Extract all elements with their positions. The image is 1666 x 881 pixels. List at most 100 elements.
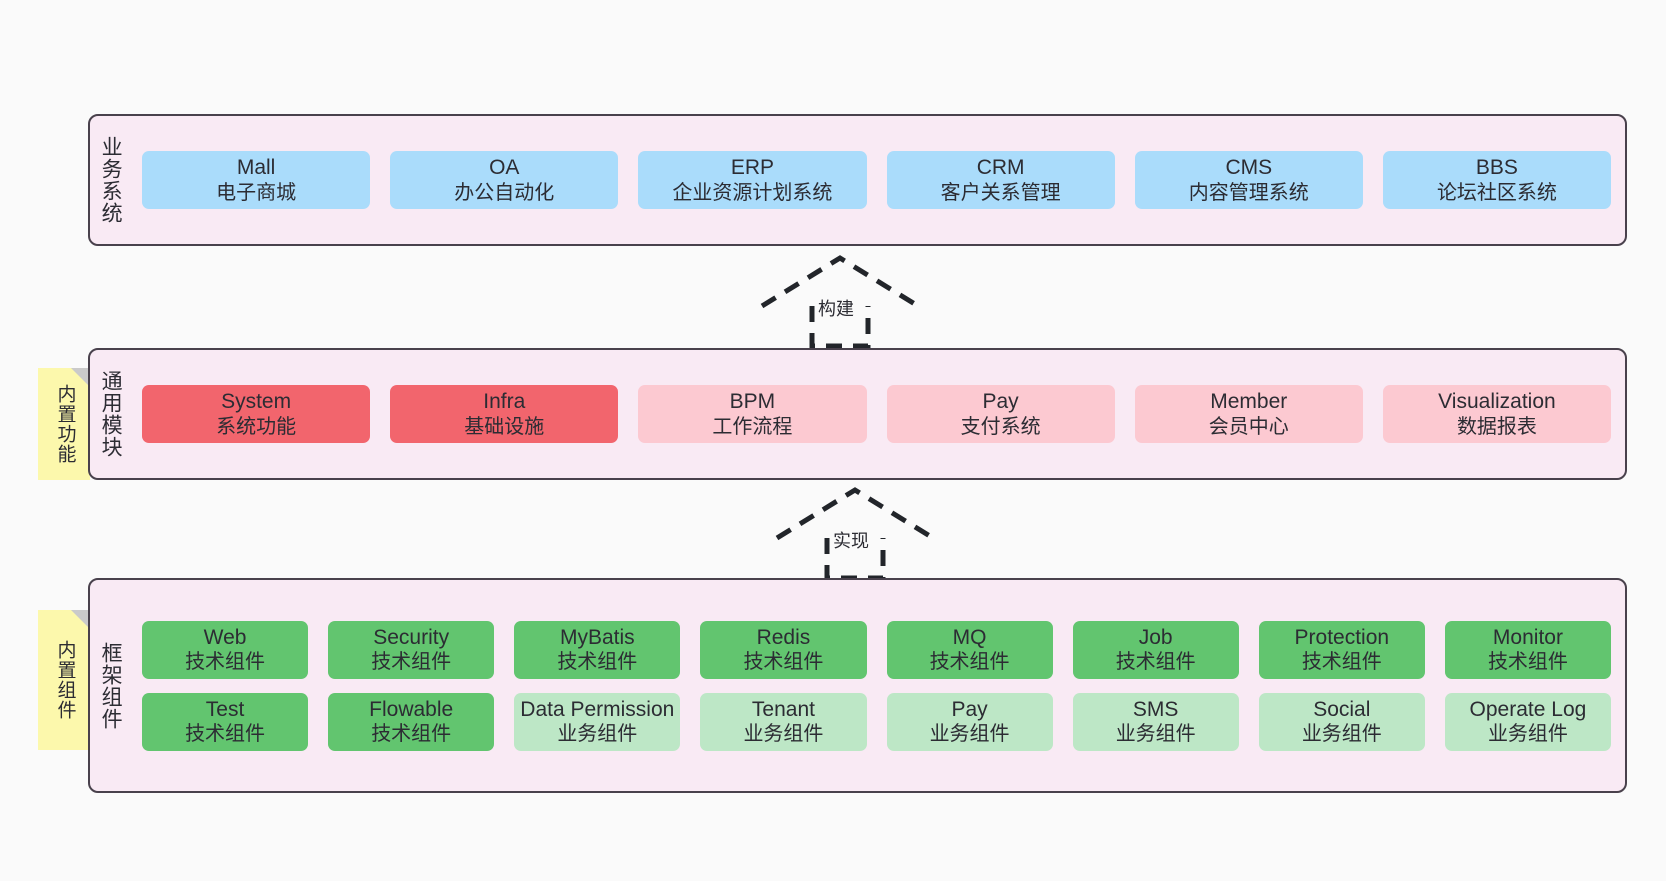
arrowhead-triangle-icon <box>760 255 920 309</box>
card-title: Flowable <box>369 697 454 721</box>
card-title: Social <box>1313 697 1371 721</box>
card-member[interactable]: Member 会员中心 <box>1134 385 1363 443</box>
card-subtitle: 技术组件 <box>185 651 266 674</box>
card-bbs[interactable]: BBS 论坛社区系统 <box>1382 151 1612 209</box>
card-cms[interactable]: CMS 内容管理系统 <box>1134 151 1363 209</box>
connector-implement: 实现 <box>775 487 935 581</box>
card-title: MyBatis <box>559 625 635 649</box>
card-subtitle: 业务组件 <box>743 723 824 746</box>
arrowhead-triangle-icon <box>775 487 935 541</box>
layer-body-framework: Web 技术组件 Security 技术组件 MyBatis 技术组件 Redi… <box>130 580 1625 791</box>
card-redis[interactable]: Redis 技术组件 <box>700 620 867 679</box>
card-bpm[interactable]: BPM 工作流程 <box>638 385 867 443</box>
card-infra[interactable]: Infra 基础设施 <box>390 385 619 443</box>
card-title: OA <box>489 156 520 179</box>
card-test[interactable]: Test 技术组件 <box>142 692 309 751</box>
card-subtitle: 业务组件 <box>557 723 638 746</box>
card-pay-component[interactable]: Pay 业务组件 <box>886 692 1053 751</box>
card-pay[interactable]: Pay 支付系统 <box>886 385 1115 443</box>
connector-label-build: 构建 <box>818 299 854 319</box>
card-subtitle: 会员中心 <box>1208 415 1289 438</box>
card-subtitle: 技术组件 <box>557 651 638 674</box>
card-subtitle: 业务组件 <box>1301 723 1382 746</box>
card-title: Infra <box>483 390 526 413</box>
card-subtitle: 业务组件 <box>1487 723 1568 746</box>
note-builtin-function: 内置功能 <box>38 368 90 480</box>
layer-business-system: 业务系统 Mall 电子商城 OA 办公自动化 ERP 企业资源计划系统 CRM… <box>88 114 1627 246</box>
card-title: Test <box>205 697 245 721</box>
card-subtitle: 技术组件 <box>743 651 824 674</box>
card-subtitle: 基础设施 <box>464 415 545 438</box>
card-title: CMS <box>1225 156 1273 179</box>
card-subtitle: 内容管理系统 <box>1188 181 1309 204</box>
card-subtitle: 技术组件 <box>371 651 452 674</box>
card-title: Member <box>1210 390 1288 413</box>
card-protection[interactable]: Protection 技术组件 <box>1258 620 1425 679</box>
card-title: Monitor <box>1492 625 1563 649</box>
card-mq[interactable]: MQ 技术组件 <box>886 620 1053 679</box>
layer-body-modules: System 系统功能 Infra 基础设施 BPM 工作流程 Pay 支付系统… <box>130 350 1625 478</box>
card-subtitle: 技术组件 <box>185 723 266 746</box>
card-subtitle: 电子商城 <box>216 181 297 204</box>
card-oa[interactable]: OA 办公自动化 <box>390 151 619 209</box>
card-title: SMS <box>1132 697 1179 721</box>
card-title: MQ <box>952 625 987 649</box>
card-tenant[interactable]: Tenant 业务组件 <box>700 692 867 751</box>
card-subtitle: 技术组件 <box>1301 651 1382 674</box>
note-builtin-component: 内置组件 <box>38 610 90 750</box>
card-title: BPM <box>729 390 776 413</box>
connector-build: 构建 <box>760 255 920 349</box>
card-operate-log[interactable]: Operate Log 业务组件 <box>1444 692 1611 751</box>
connector-label-implement: 实现 <box>833 531 869 551</box>
layer-title-business: 业务系统 <box>99 136 123 224</box>
layer-title-framework: 框架组件 <box>99 641 123 730</box>
card-subtitle: 技术组件 <box>929 651 1010 674</box>
card-subtitle: 支付系统 <box>960 415 1041 438</box>
card-subtitle: 业务组件 <box>929 723 1010 746</box>
card-title: Visualization <box>1438 390 1556 413</box>
card-subtitle: 业务组件 <box>1115 723 1196 746</box>
card-title: Protection <box>1294 625 1390 649</box>
card-subtitle: 客户关系管理 <box>940 181 1061 204</box>
card-visualization[interactable]: Visualization 数据报表 <box>1382 385 1612 443</box>
card-job[interactable]: Job 技术组件 <box>1072 620 1239 679</box>
card-title: Security <box>373 625 450 649</box>
framework-row-top: Web 技术组件 Security 技术组件 MyBatis 技术组件 Redi… <box>142 620 1611 679</box>
card-title: Operate Log <box>1469 697 1587 721</box>
framework-row-bottom: Test 技术组件 Flowable 技术组件 Data Permission … <box>142 692 1611 751</box>
card-mall[interactable]: Mall 电子商城 <box>142 151 371 209</box>
connector-stem <box>809 306 871 349</box>
card-title: Web <box>203 625 247 649</box>
card-title: BBS <box>1475 156 1518 179</box>
card-title: Mall <box>236 156 276 179</box>
card-data-permission[interactable]: Data Permission 业务组件 <box>514 692 681 751</box>
layer-body-business: Mall 电子商城 OA 办公自动化 ERP 企业资源计划系统 CRM 客户关系… <box>130 116 1625 244</box>
card-subtitle: 工作流程 <box>712 415 793 438</box>
card-title: Job <box>1138 625 1173 649</box>
card-title: ERP <box>730 156 775 179</box>
layer-framework-components: 框架组件 Web 技术组件 Security 技术组件 MyBatis 技术组件… <box>88 578 1627 793</box>
layer-title-modules: 通用模块 <box>99 370 123 458</box>
card-flowable[interactable]: Flowable 技术组件 <box>328 692 495 751</box>
card-subtitle: 系统功能 <box>216 415 297 438</box>
card-system[interactable]: System 系统功能 <box>142 385 371 443</box>
card-monitor[interactable]: Monitor 技术组件 <box>1444 620 1611 679</box>
card-sms[interactable]: SMS 业务组件 <box>1072 692 1239 751</box>
card-subtitle: 论坛社区系统 <box>1436 181 1557 204</box>
card-subtitle: 技术组件 <box>1487 651 1568 674</box>
card-title: Tenant <box>751 697 815 721</box>
card-title: CRM <box>976 156 1025 179</box>
card-social[interactable]: Social 业务组件 <box>1258 692 1425 751</box>
card-erp[interactable]: ERP 企业资源计划系统 <box>638 151 867 209</box>
card-crm[interactable]: CRM 客户关系管理 <box>886 151 1115 209</box>
card-subtitle: 技术组件 <box>1115 651 1196 674</box>
card-web[interactable]: Web 技术组件 <box>142 620 309 679</box>
card-subtitle: 技术组件 <box>371 723 452 746</box>
card-subtitle: 数据报表 <box>1456 415 1537 438</box>
card-title: Data Permission <box>520 697 675 721</box>
card-security[interactable]: Security 技术组件 <box>328 620 495 679</box>
card-subtitle: 办公自动化 <box>454 181 555 204</box>
layer-common-modules: 通用模块 System 系统功能 Infra 基础设施 BPM 工作流程 Pay… <box>88 348 1627 480</box>
card-mybatis[interactable]: MyBatis 技术组件 <box>514 620 681 679</box>
card-title: Pay <box>951 697 988 721</box>
